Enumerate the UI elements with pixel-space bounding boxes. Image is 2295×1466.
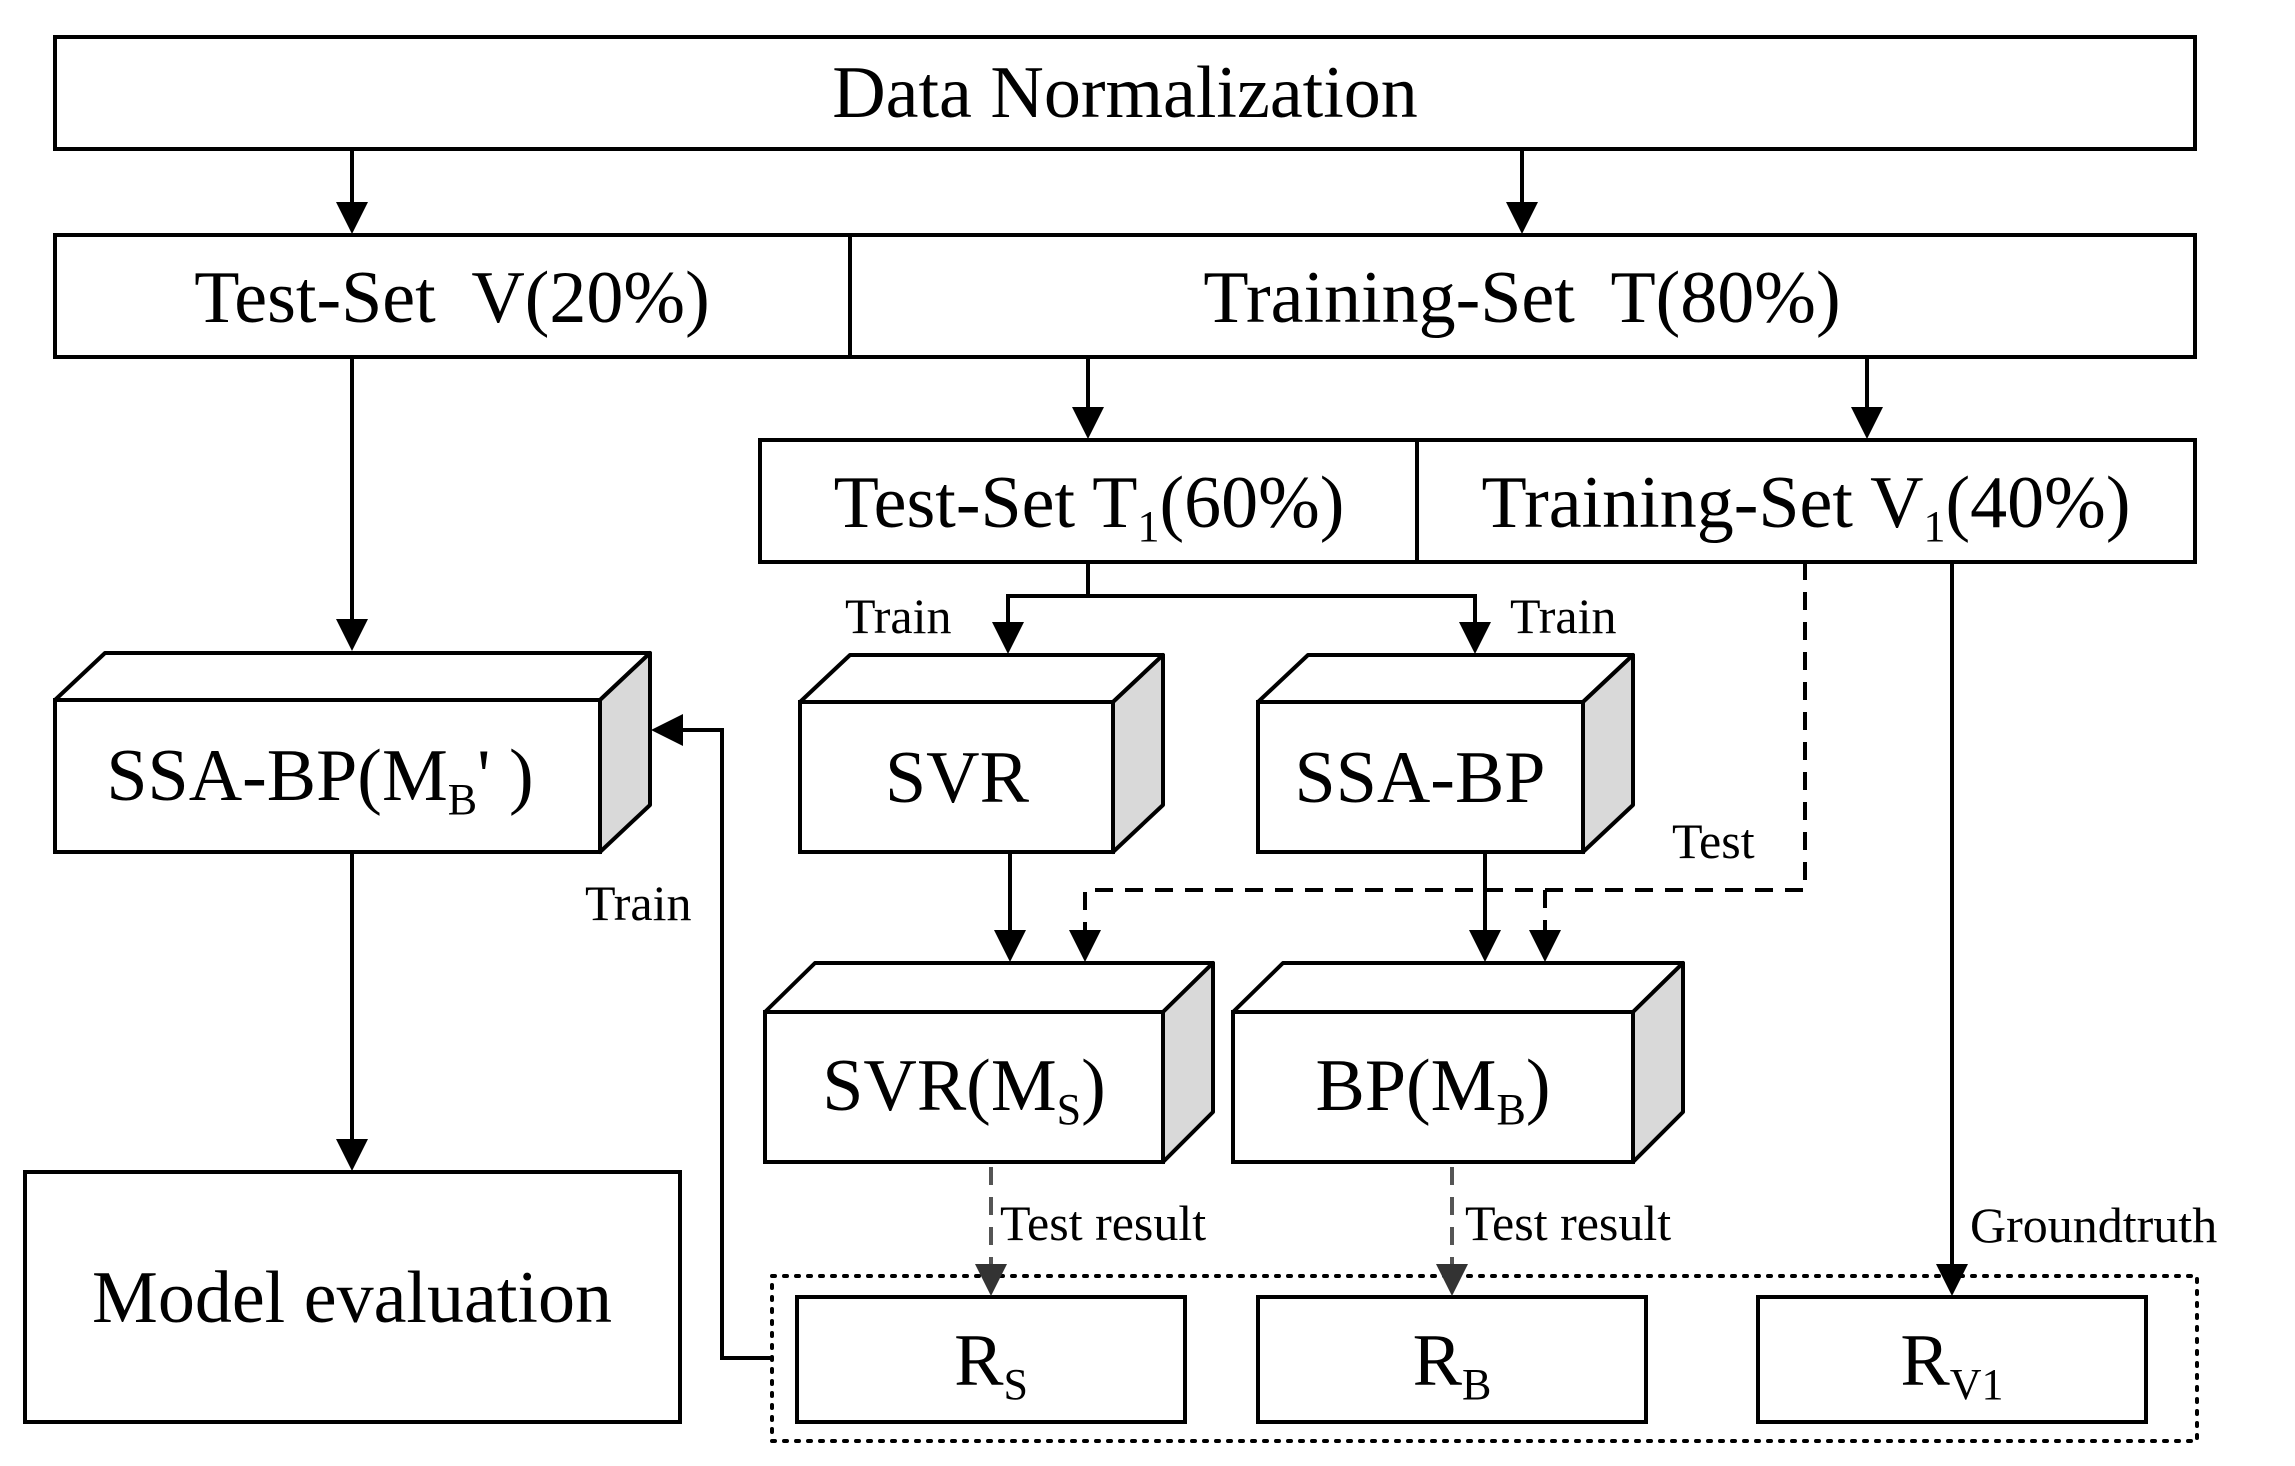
training-set-t-label: Training-Set T(80%) — [1203, 257, 1840, 339]
groundtruth-label: Groundtruth — [1970, 1197, 2217, 1253]
train-label-right: Train — [1510, 588, 1617, 644]
svr-label: SVR — [885, 737, 1030, 819]
arrow-t1-to-svr — [992, 562, 1090, 654]
result-rs-label: RS — [954, 1320, 1028, 1409]
final-model-label: SSA-BP(MB' ) — [106, 735, 533, 824]
bp-trained-label: BP(MB) — [1316, 1045, 1551, 1134]
test-set-t1-label: Test-Set T1(60%) — [834, 462, 1345, 551]
bp-trained-block: BP(MB) — [1231, 961, 1685, 1164]
arrow-results-to-final-model — [651, 714, 772, 1360]
ssa-bp-label: SSA-BP — [1295, 737, 1546, 819]
train-label-left: Train — [845, 588, 952, 644]
svr-block: SVR — [798, 653, 1165, 854]
test-label: Test — [1672, 813, 1755, 869]
test-set-v-label: Test-Set V(20%) — [194, 257, 709, 339]
result-rb-box: RB — [1256, 1295, 1648, 1424]
split-1-box: Test-Set V(20%) Training-Set T(80%) — [53, 233, 2197, 359]
ssa-bp-block: SSA-BP — [1256, 653, 1635, 854]
result-rv1-box: RV1 — [1756, 1295, 2148, 1424]
dashed-test-to-bp-trained — [1485, 888, 1561, 962]
result-rb-label: RB — [1413, 1320, 1492, 1409]
data-normalization-box: Data Normalization — [53, 35, 2197, 151]
training-set-v1-label: Training-Set V1(40%) — [1482, 462, 2131, 551]
svr-trained-block: SVR(MS) — [763, 961, 1215, 1164]
result-rs-box: RS — [795, 1295, 1187, 1424]
final-ssa-bp-model-block: SSA-BP(MB' ) — [53, 651, 652, 854]
split-2-box: Test-Set T1(60%) Training-Set V1(40%) — [758, 438, 2197, 564]
arrow-t1-to-ssa-bp — [1088, 594, 1491, 654]
dashed-test-to-svr-trained — [1069, 562, 1807, 962]
test-result-svr-label: Test result — [1000, 1195, 1206, 1251]
svr-trained-label: SVR(MS) — [822, 1045, 1106, 1134]
model-evaluation-box: Model evaluation — [23, 1170, 682, 1424]
model-evaluation-label: Model evaluation — [92, 1257, 612, 1339]
test-result-bp-label: Test result — [1465, 1195, 1671, 1251]
result-rv1-label: RV1 — [1900, 1320, 2003, 1409]
train-label-feedback: Train — [585, 875, 692, 931]
data-normalization-label: Data Normalization — [832, 52, 1418, 134]
